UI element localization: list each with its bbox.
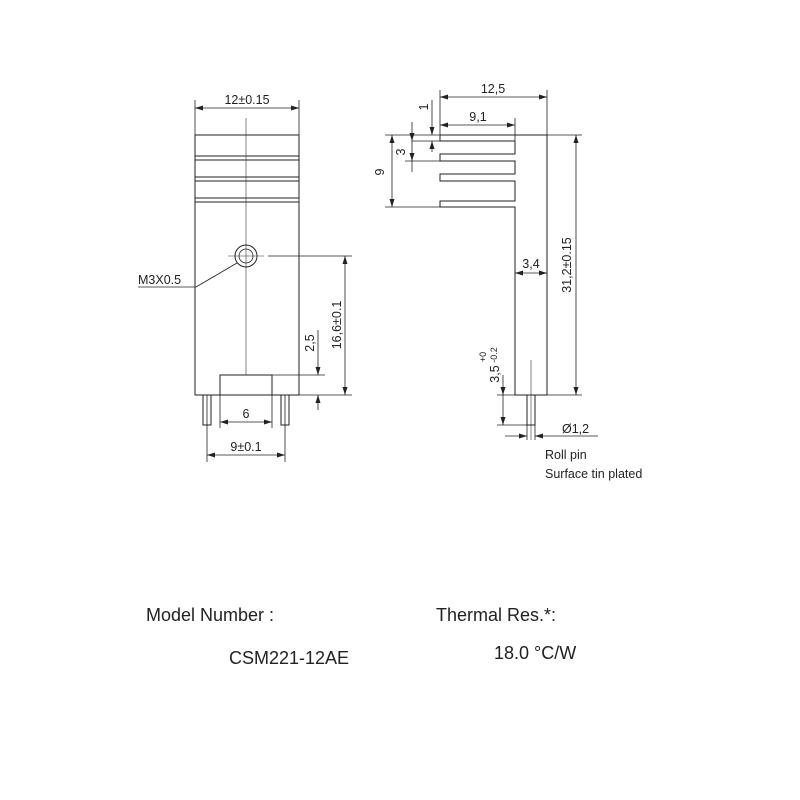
front-width-dim: 12±0.15 [224, 93, 269, 107]
thermal-res-value: 18.0 °C/W [494, 643, 577, 663]
note-roll-pin: Roll pin [545, 448, 587, 462]
side-view: 12,5 9,1 1 3 9 3,4 [373, 82, 642, 481]
fin-gap-dim: 1 [417, 103, 431, 110]
overall-depth-dim: 12,5 [481, 82, 505, 96]
notch-height-dim: 2,5 [303, 334, 317, 351]
pin-length-dim: 3,5 [488, 365, 502, 382]
pin-diameter-dim: Ø1,2 [562, 422, 589, 436]
fin-stack-dim: 9 [373, 168, 387, 175]
overall-height-dim: 31,2±0.15 [560, 237, 574, 293]
fin-pitch-dim: 3 [394, 148, 408, 155]
heatsink-body-front [194, 134, 300, 396]
notch-width-dim: 6 [243, 407, 250, 421]
note-surface: Surface tin plated [545, 467, 642, 481]
hole-height-dim: 16,6±0.1 [330, 301, 344, 350]
fin-lines [195, 155, 299, 203]
pin-spacing-dim: 9±0.1 [230, 440, 261, 454]
thermal-res-label: Thermal Res.*: [436, 605, 557, 625]
bottom-notch [219, 374, 273, 395]
front-view: 12±0.15 M3X0.5 16,6±0.1 2,5 6 9±0.1 [138, 93, 352, 462]
thread-label: M3X0.5 [138, 273, 181, 287]
model-number-label: Model Number : [146, 605, 275, 625]
technical-drawing: 12±0.15 M3X0.5 16,6±0.1 2,5 6 9±0.1 [138, 82, 642, 481]
base-thickness-dim: 3,4 [522, 257, 539, 271]
pin-tol-lower: -0.2 [489, 347, 499, 363]
fin-depth-dim: 9,1 [469, 110, 486, 124]
model-number-value: CSM221-12AE [229, 648, 350, 668]
pin-tol-upper: +0 [478, 352, 488, 362]
